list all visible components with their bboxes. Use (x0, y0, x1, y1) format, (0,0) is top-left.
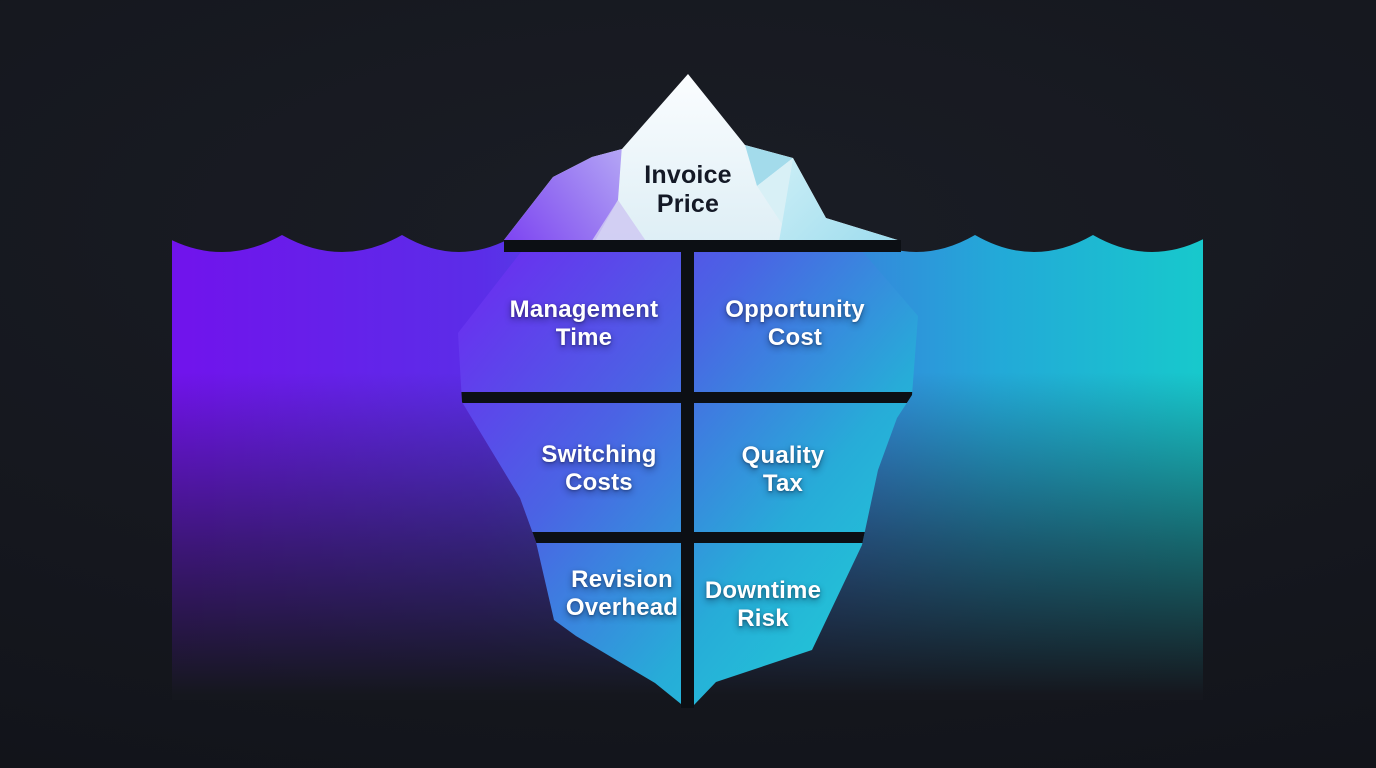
iceberg-tip-facet-right (778, 158, 901, 247)
iceberg-tip (504, 74, 901, 247)
iceberg-tip-facet-purple (504, 145, 622, 247)
grid-line-vertical (681, 240, 694, 708)
iceberg-tip-facet-pale (757, 158, 793, 224)
iceberg-tip-facet-lavender (586, 200, 652, 247)
iceberg-body-left (458, 243, 681, 704)
iceberg-tip-facet-blue (745, 145, 793, 186)
waterline-bar (504, 240, 901, 252)
iceberg-body-right (694, 243, 918, 705)
